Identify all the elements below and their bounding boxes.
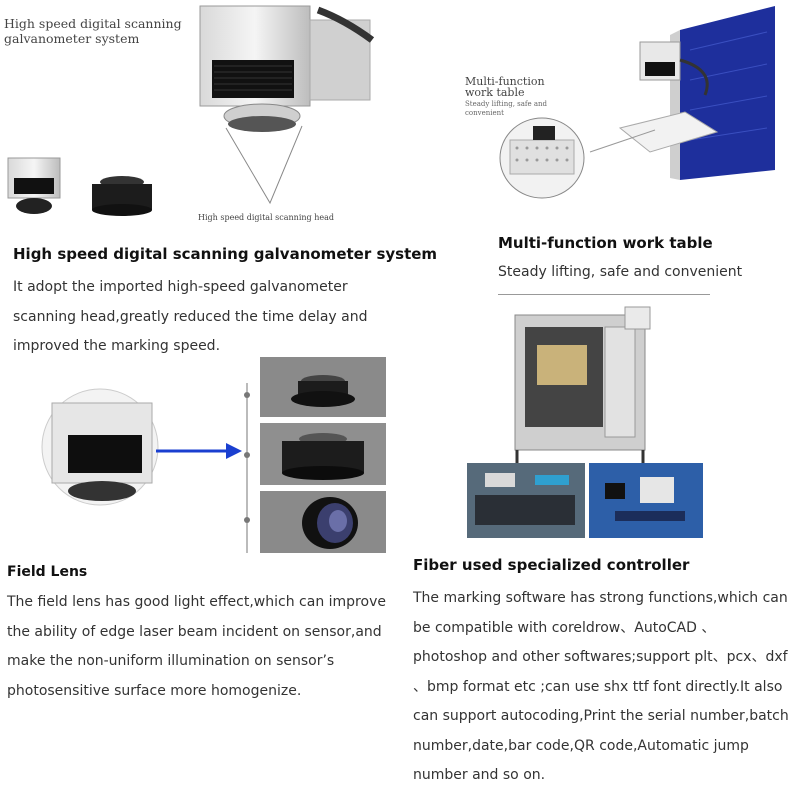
controller-line-4: 、bmp format etc ;can use shx ttf font di… [413, 678, 783, 695]
galvanometer-title: High speed digital scanning galvanometer… [13, 245, 438, 263]
galvanometer-line-1: It adopt the imported high-speed galvano… [13, 279, 348, 295]
work-table-caption-sub: Steady lifting, safe and convenient [465, 100, 547, 118]
galvanometer-image: High speed digital scanning galvanometer… [0, 0, 390, 232]
field-lens-description: The field lens has good light effect,whi… [7, 588, 397, 706]
work-table-title: Multi-function work table [498, 234, 713, 252]
work-table-caption-title: Multi-function work table [465, 76, 545, 98]
work-table-illustration [499, 6, 775, 199]
work-table-caption-title-line1: Multi-function [465, 75, 545, 88]
field-lens-line-2: the ability of edge laser beam incident … [7, 623, 382, 640]
field-lens-image [30, 355, 390, 555]
field-lens-illustration [41, 357, 386, 553]
field-lens-title: Field Lens [7, 564, 88, 580]
work-table-divider [498, 294, 710, 295]
galvanometer-image-caption-top: High speed digital scanning galvanometer… [4, 16, 182, 46]
work-table-caption-sub-line2: convenient [465, 109, 504, 117]
field-lens-line-3: make the non-uniform illumination on sen… [7, 653, 335, 669]
controller-line-5: can support autocoding,Print the serial … [413, 708, 789, 724]
work-table-caption-title-line2: work table [465, 86, 525, 99]
controller-illustration [467, 306, 703, 538]
controller-image [465, 305, 705, 540]
galvanometer-line-3: improved the marking speed. [13, 338, 221, 354]
controller-line-1: The marking software has strong function… [413, 590, 788, 606]
work-table-subtitle: Steady lifting, safe and convenient [498, 264, 743, 280]
controller-title: Fiber used specialized controller [413, 556, 690, 574]
work-table-caption-sub-line1: Steady lifting, safe and [465, 100, 548, 108]
galvanometer-description: It adopt the imported high-speed galvano… [13, 273, 393, 362]
galvanometer-image-caption-bottom: High speed digital scanning head [198, 213, 334, 222]
controller-line-2: be compatible with coreldrow、AutoCAD 、 [413, 619, 716, 636]
controller-line-7: number and so on. [413, 767, 546, 783]
controller-line-3: photoshop and other softwares;support pl… [413, 649, 788, 665]
work-table-image: Multi-function work table Steady lifting… [455, 0, 793, 210]
controller-line-6: number,date,bar code,QR code,Automatic j… [413, 737, 749, 754]
field-lens-line-1: The field lens has good light effect,whi… [7, 594, 386, 610]
controller-description: The marking software has strong function… [413, 584, 793, 791]
galvanometer-illustration [7, 5, 375, 216]
field-lens-line-4: photosensitive surface more homogenize. [7, 682, 302, 699]
galvanometer-line-2: scanning head,greatly reduced the time d… [13, 308, 368, 325]
